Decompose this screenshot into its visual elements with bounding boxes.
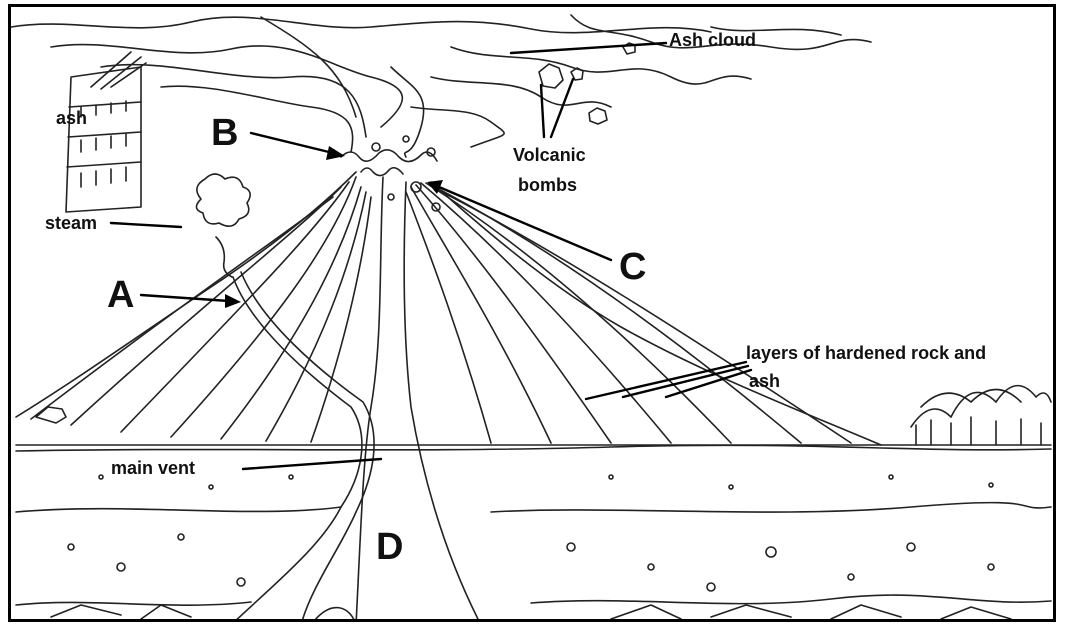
label-ash: ash	[56, 107, 87, 129]
tower-building	[66, 52, 146, 212]
label-volcanic-bombs-line2: bombs	[518, 174, 577, 196]
label-letter-b: B	[211, 113, 238, 153]
diagram-frame: Ash cloud ash steam Volcanic bombs layer…	[8, 4, 1056, 622]
arrow-a-head	[225, 294, 241, 308]
steam-puff	[196, 174, 250, 277]
trees	[911, 386, 1051, 445]
ground-layers	[16, 503, 1051, 619]
label-steam: steam	[45, 212, 97, 234]
leader-lines	[111, 43, 751, 469]
pebbles	[68, 475, 994, 591]
label-letter-a: A	[107, 275, 134, 315]
side-vent	[231, 272, 374, 622]
label-letter-c: C	[619, 247, 646, 287]
arrow-b-head	[326, 146, 345, 160]
label-ash-cloud: Ash cloud	[669, 29, 756, 51]
arrow-c-line	[439, 187, 611, 260]
label-layers-line1: layers of hardened rock and	[746, 342, 986, 364]
steam-leader	[111, 223, 181, 227]
label-letter-d: D	[376, 527, 403, 567]
label-layers-line2: ash	[749, 370, 780, 392]
volcanic-bombs-rocks	[539, 43, 635, 124]
rock	[36, 407, 66, 423]
ash-cloud-leader	[511, 43, 666, 53]
bombs-leader-1	[541, 85, 544, 137]
layers-leader-1	[586, 362, 746, 399]
label-main-vent: main vent	[111, 457, 195, 479]
crater-debris	[341, 136, 440, 211]
volcano-cone	[16, 172, 1051, 451]
volcano-illustration	[11, 7, 1056, 622]
arrow-b-line	[251, 133, 333, 153]
label-volcanic-bombs-line1: Volcanic	[513, 144, 586, 166]
